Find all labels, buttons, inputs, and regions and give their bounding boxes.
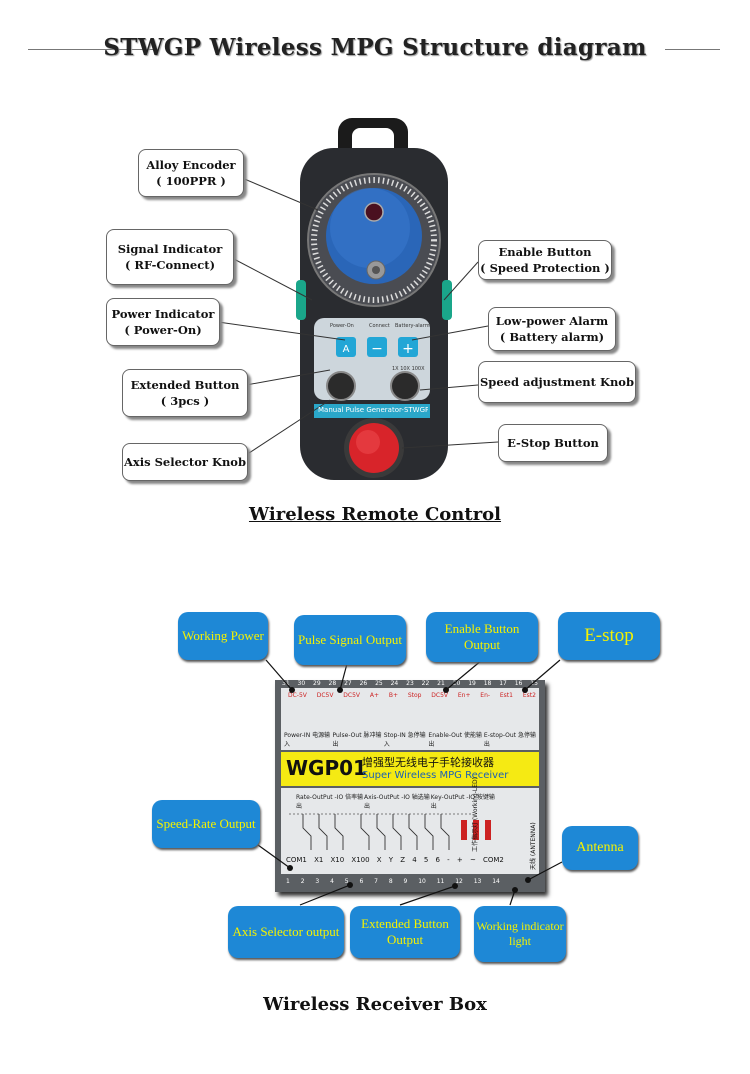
remote-side-grip-left [296,280,306,320]
callout-power-indicator: Power Indicator( Power-On) [106,298,220,346]
callout-signal-indicator: Signal Indicator( RF-Connect) [106,229,234,285]
encoder-scale [311,177,437,303]
device-label-text: Manual Pulse Generator-STWGP [318,406,428,414]
bubble-speed-rate-output: Speed-Rate Output [152,800,260,848]
bubble-working-indicator-light: Working indicator light [474,906,566,962]
receiver-switch-diagram [289,813,491,850]
svg-text:+: + [402,341,414,357]
title-rule-left [28,49,158,50]
callout-speed-adjustment-knob: Speed adjustment Knob [478,361,636,403]
plus-button [398,337,418,357]
battery-mini-label: Battery-alarm [395,323,430,329]
speed-mini-label: 1X 10X 100X [392,366,425,372]
encoder-wheel-shade [330,188,410,268]
minus-button [367,337,387,357]
bubble-enable-button-output: Enable Button Output [426,612,538,662]
remote-section-title: Wireless Remote Control [248,504,502,525]
svg-text:−: − [371,341,383,357]
callout-enable-button: Enable Button( Speed Protection ) [478,240,612,280]
bubble-antenna: Antenna [562,826,638,870]
receiver-title-band [281,752,539,786]
receiver-name-en: Super Wireless MPG Receiver [362,770,509,781]
callout-extended-button: Extended Button( 3pcs ) [122,369,248,417]
receiver-top-panel [281,688,539,750]
power-button [336,337,356,357]
connect-mini-label: Connect [369,323,390,329]
title-rule-right [665,49,720,50]
remote-side-grip-right [442,280,452,320]
signal-indicator-led [364,202,384,222]
axis-selector-knob [326,371,356,401]
bubble-axis-selector-output: Axis Selector output [228,906,344,958]
bubble-extended-button-output: Extended Button Output [350,906,460,958]
bubble-estop: E-stop [558,612,660,660]
svg-text:A: A [343,344,350,355]
receiver-bottom-panel [281,788,539,874]
receiver-model: WGP01 [286,756,367,780]
receiver-section-title: Wireless Receiver Box [263,994,487,1015]
bubble-pulse-signal-output: Pulse Signal Output [294,615,406,665]
callout-estop-button: E-Stop Button [498,424,608,462]
callout-low-power-alarm: Low-power Alarm( Battery alarm) [488,307,616,351]
bubble-working-power: Working Power [178,612,268,660]
speed-adjust-knob [390,371,420,401]
receiver-top-pins: 3130292827262524232221201918171615 [282,680,538,687]
power-on-mini-label: Power-On [330,323,354,329]
receiver-name-cn: 增强型无线电子手轮接收器 [362,756,494,769]
device-label-band [314,404,430,418]
page-title: STWGP Wireless MPG Structure diagram [103,34,647,61]
callout-axis-selector-knob: Axis Selector Knob [122,443,248,481]
callout-alloy-encoder: Alloy Encoder( 100PPR ) [138,149,244,197]
